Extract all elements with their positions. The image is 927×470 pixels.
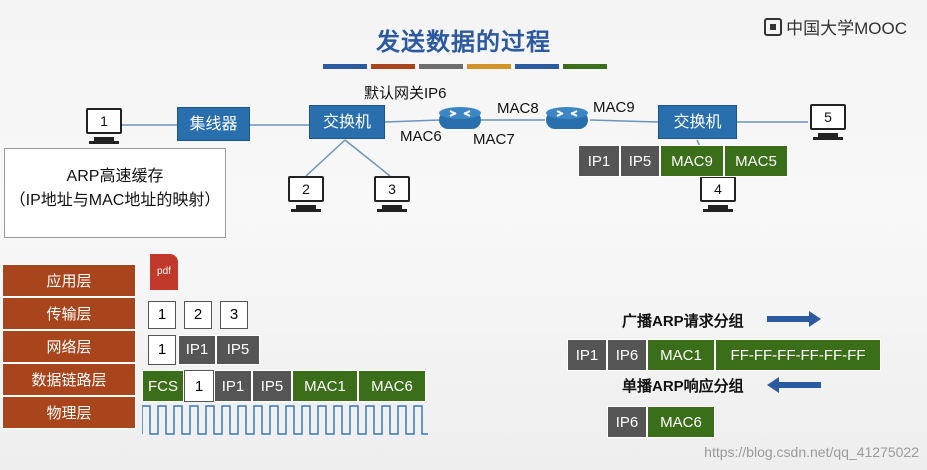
arp-reply-field: MAC6 (647, 406, 715, 438)
network-header-field: IP1 (178, 335, 216, 365)
host-number: 2 (288, 176, 324, 202)
arp-request-field: MAC1 (647, 339, 715, 371)
title-stripe-6 (563, 64, 607, 69)
link-frame-field: MAC6 (358, 370, 426, 402)
mac6-label: MAC6 (400, 128, 442, 145)
mooc-brand: 中国大学MOOC (764, 14, 907, 39)
switch-left-box: 交换机 (309, 105, 385, 139)
switch-right-box: 交换机 (658, 105, 737, 139)
mac7-label: MAC7 (473, 131, 515, 148)
layer-datalink: 数据链路层 (2, 363, 136, 396)
link-frame-field: IP5 (252, 370, 292, 402)
mac8-label: MAC8 (497, 100, 539, 117)
link-frame-field: MAC1 (292, 370, 358, 402)
arp-request-field: IP6 (607, 339, 647, 371)
host-2: 2 (286, 176, 326, 220)
frame-field: MAC9 (660, 145, 724, 177)
title-stripe-3 (419, 64, 463, 69)
frame-field: IP1 (578, 145, 620, 177)
host-number: 4 (700, 176, 736, 202)
arp-cache-title: ARP高速缓存 (66, 168, 164, 185)
arp-request-field: FF-FF-FF-FF-FF-FF (715, 339, 881, 371)
arp-cache-subtitle: （IP地址与MAC地址的映射） (9, 192, 221, 209)
hub-box: 集线器 (177, 107, 250, 141)
transport-segment: 3 (220, 301, 248, 329)
arp-reply-field: IP6 (607, 406, 647, 438)
host-number: 1 (86, 108, 122, 134)
network-header-field: IP5 (216, 335, 260, 365)
brand-text: 中国大学MOOC (786, 19, 907, 38)
host-5: 5 (808, 104, 848, 148)
mooc-logo-icon (764, 17, 783, 36)
link-frame-field: FCS (142, 370, 184, 402)
pdf-file-icon: pdf (150, 254, 178, 290)
title-stripe-4 (467, 64, 511, 69)
link-frame-field: IP1 (214, 370, 252, 402)
frame-field: IP5 (620, 145, 660, 177)
slide-title: 发送数据的过程 (376, 29, 551, 56)
layer-transport: 传输层 (2, 297, 136, 330)
arp-cache-box: ARP高速缓存 （IP地址与MAC地址的映射） (4, 148, 226, 238)
title-stripe-5 (515, 64, 559, 69)
host-4: 4 (698, 176, 738, 220)
layer-physical: 物理层 (2, 396, 136, 429)
layer-application: 应用层 (2, 264, 136, 297)
arp-request-field: IP1 (567, 339, 607, 371)
router-left-icon (439, 107, 481, 129)
arrow-left-icon (767, 377, 821, 393)
arrow-right-icon (767, 311, 821, 327)
title-stripe-2 (371, 64, 415, 69)
host-1: 1 (84, 108, 124, 152)
bit-waveform (142, 405, 428, 435)
gateway-label: 默认网关IP6 (364, 85, 447, 102)
network-payload: 1 (148, 335, 176, 365)
mac9-label: MAC9 (593, 99, 635, 116)
link-frame-field: 1 (184, 370, 214, 402)
host-number: 3 (374, 176, 410, 202)
title-stripe-1 (323, 64, 367, 69)
host-number: 5 (810, 104, 846, 130)
transport-segment: 1 (148, 301, 176, 329)
arp-request-caption: 广播ARP请求分组 (622, 313, 744, 330)
arp-reply-caption: 单播ARP响应分组 (622, 378, 744, 395)
frame-field: MAC5 (724, 145, 788, 177)
transport-segment: 2 (184, 301, 212, 329)
layer-network: 网络层 (2, 330, 136, 363)
watermark-url: https://blog.csdn.net/qq_41275022 (704, 444, 919, 460)
router-right-icon (546, 107, 588, 129)
host-3: 3 (372, 176, 412, 220)
